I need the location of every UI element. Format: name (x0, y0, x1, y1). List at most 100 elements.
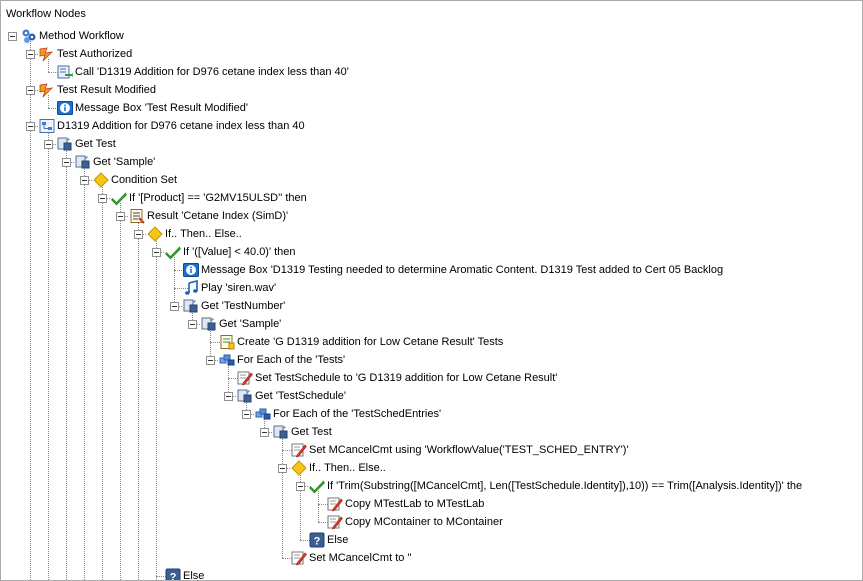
tree-connector-line (156, 252, 157, 576)
tree-node-label: Copy MContainer to MContainer (345, 516, 503, 528)
collapse-toggle[interactable] (296, 482, 305, 491)
info-icon (57, 100, 73, 116)
tree-node[interactable]: Play 'siren.wav' (183, 280, 276, 296)
tree-node[interactable]: For Each of the 'TestSchedEntries' (255, 406, 441, 422)
tree-connector-line (282, 450, 296, 451)
tree-node[interactable]: Create 'G D1319 addition for Low Cetane … (219, 334, 503, 350)
collapse-toggle[interactable] (98, 194, 107, 203)
collapse-toggle[interactable] (8, 32, 17, 41)
tree-node[interactable]: If '[Product] == 'G2MV15ULSD'' then (111, 190, 307, 206)
tree-connector-line (48, 95, 49, 108)
collapse-toggle[interactable] (170, 302, 179, 311)
tree-node[interactable]: For Each of the 'Tests' (219, 352, 345, 368)
tree-connector-line (156, 576, 157, 580)
tree-node[interactable]: Get 'Sample' (75, 154, 155, 170)
tree-connector-line (174, 270, 175, 288)
tree-connector-line (102, 198, 103, 580)
tree-node[interactable]: Get Test (273, 424, 332, 440)
tree-node-label: If '([Value] < 40.0)' then (183, 246, 296, 258)
diamond-icon (147, 226, 163, 242)
collapse-toggle[interactable] (80, 176, 89, 185)
collapse-toggle[interactable] (206, 356, 215, 365)
collapse-toggle[interactable] (44, 140, 53, 149)
music-icon (183, 280, 199, 296)
tree-node[interactable]: Method Workflow (21, 28, 124, 44)
tree-node[interactable]: If '([Value] < 40.0)' then (165, 244, 296, 260)
set-icon (291, 442, 307, 458)
collapse-toggle[interactable] (188, 320, 197, 329)
collapse-toggle[interactable] (26, 50, 35, 59)
collapse-toggle[interactable] (26, 86, 35, 95)
tree-node[interactable]: Set MCancelCmt using 'WorkflowValue('TES… (291, 442, 629, 458)
collapse-toggle[interactable] (278, 464, 287, 473)
diamond-icon (291, 460, 307, 476)
tree-node-label: Set MCancelCmt to '' (309, 552, 412, 564)
tree-node[interactable]: Message Box 'D1319 Testing needed to det… (183, 262, 723, 278)
collapse-toggle[interactable] (62, 158, 71, 167)
tree-node-label: Get 'Sample' (93, 156, 156, 168)
tree-node[interactable]: Get 'TestNumber' (183, 298, 285, 314)
tree-node-label: If.. Then.. Else.. (165, 228, 242, 240)
collapse-toggle[interactable] (242, 410, 251, 419)
tree-connector-line (210, 342, 211, 360)
tree-node[interactable]: If 'Trim(Substring([MCancelCmt], Len([Te… (309, 478, 802, 494)
tree-node-label: D1319 Addition for D976 cetane index les… (57, 120, 305, 132)
tree-node[interactable]: ?Else (165, 568, 204, 580)
collapse-toggle[interactable] (152, 248, 161, 257)
tree-connector-line (48, 72, 62, 73)
workflow-icon (21, 28, 37, 44)
tree-node[interactable]: Condition Set (93, 172, 177, 188)
question-icon: ? (309, 532, 325, 548)
tree-connector-line (174, 288, 188, 289)
tree-node[interactable]: Copy MTestLab to MTestLab (327, 496, 484, 512)
collapse-toggle[interactable] (116, 212, 125, 221)
collapse-toggle[interactable] (134, 230, 143, 239)
tree-connector-line (228, 378, 229, 396)
info-icon (183, 262, 199, 278)
tree-connector-line (318, 522, 332, 523)
tree-node-label: Test Authorized (57, 48, 133, 60)
tree-node[interactable]: If.. Then.. Else.. (147, 226, 242, 242)
tree-connector-line (48, 108, 62, 109)
diamond-icon (93, 172, 109, 188)
set-icon (327, 496, 343, 512)
tree-connector-line (30, 90, 31, 126)
create-icon (219, 334, 235, 350)
tree-node[interactable]: Test Result Modified (39, 82, 156, 98)
check-icon (111, 190, 127, 206)
tree-connector-line (300, 540, 314, 541)
tree-node-label: Condition Set (111, 174, 178, 186)
tree-node[interactable]: D1319 Addition for D976 cetane index les… (39, 118, 305, 134)
tree-node[interactable]: Get 'TestSchedule' (237, 388, 346, 404)
tree-node-label: Get 'TestSchedule' (255, 390, 347, 402)
tree-node-label: Result 'Cetane Index (SimD)' (147, 210, 289, 222)
tree-connector-line (138, 234, 139, 580)
tree-node[interactable]: ?Else (309, 532, 348, 548)
tree-node[interactable]: Set MCancelCmt to '' (291, 550, 412, 566)
tree-node[interactable]: If.. Then.. Else.. (291, 460, 386, 476)
tree-node-label: Set TestSchedule to 'G D1319 addition fo… (255, 372, 558, 384)
tree-node[interactable]: Set TestSchedule to 'G D1319 addition fo… (237, 370, 557, 386)
tree-connector-line (174, 270, 188, 271)
tree-node[interactable]: Result 'Cetane Index (SimD)' (129, 208, 288, 224)
tree-node[interactable]: Test Authorized (39, 46, 132, 62)
tree-connector-line (210, 342, 224, 343)
collapse-toggle[interactable] (26, 122, 35, 131)
question-icon: ? (165, 568, 181, 580)
tree-connector-line (30, 54, 31, 90)
tree-node[interactable]: Copy MContainer to MContainer (327, 514, 503, 530)
get-icon (201, 316, 217, 332)
tree-connector-line (300, 486, 301, 540)
tree-node-label: Get Test (75, 138, 116, 150)
panel-title: Workflow Nodes (6, 8, 86, 20)
tree-node-label: If '[Product] == 'G2MV15ULSD'' then (129, 192, 307, 204)
tree-node[interactable]: Call 'D1319 Addition for D976 cetane ind… (57, 64, 349, 80)
tree-connector-line (48, 59, 49, 72)
collapse-toggle[interactable] (260, 428, 269, 437)
set-icon (327, 514, 343, 530)
collapse-toggle[interactable] (224, 392, 233, 401)
tree-node[interactable]: Message Box 'Test Result Modified' (57, 100, 248, 116)
tree-node[interactable]: Get Test (57, 136, 116, 152)
tree-node[interactable]: Get 'Sample' (201, 316, 281, 332)
